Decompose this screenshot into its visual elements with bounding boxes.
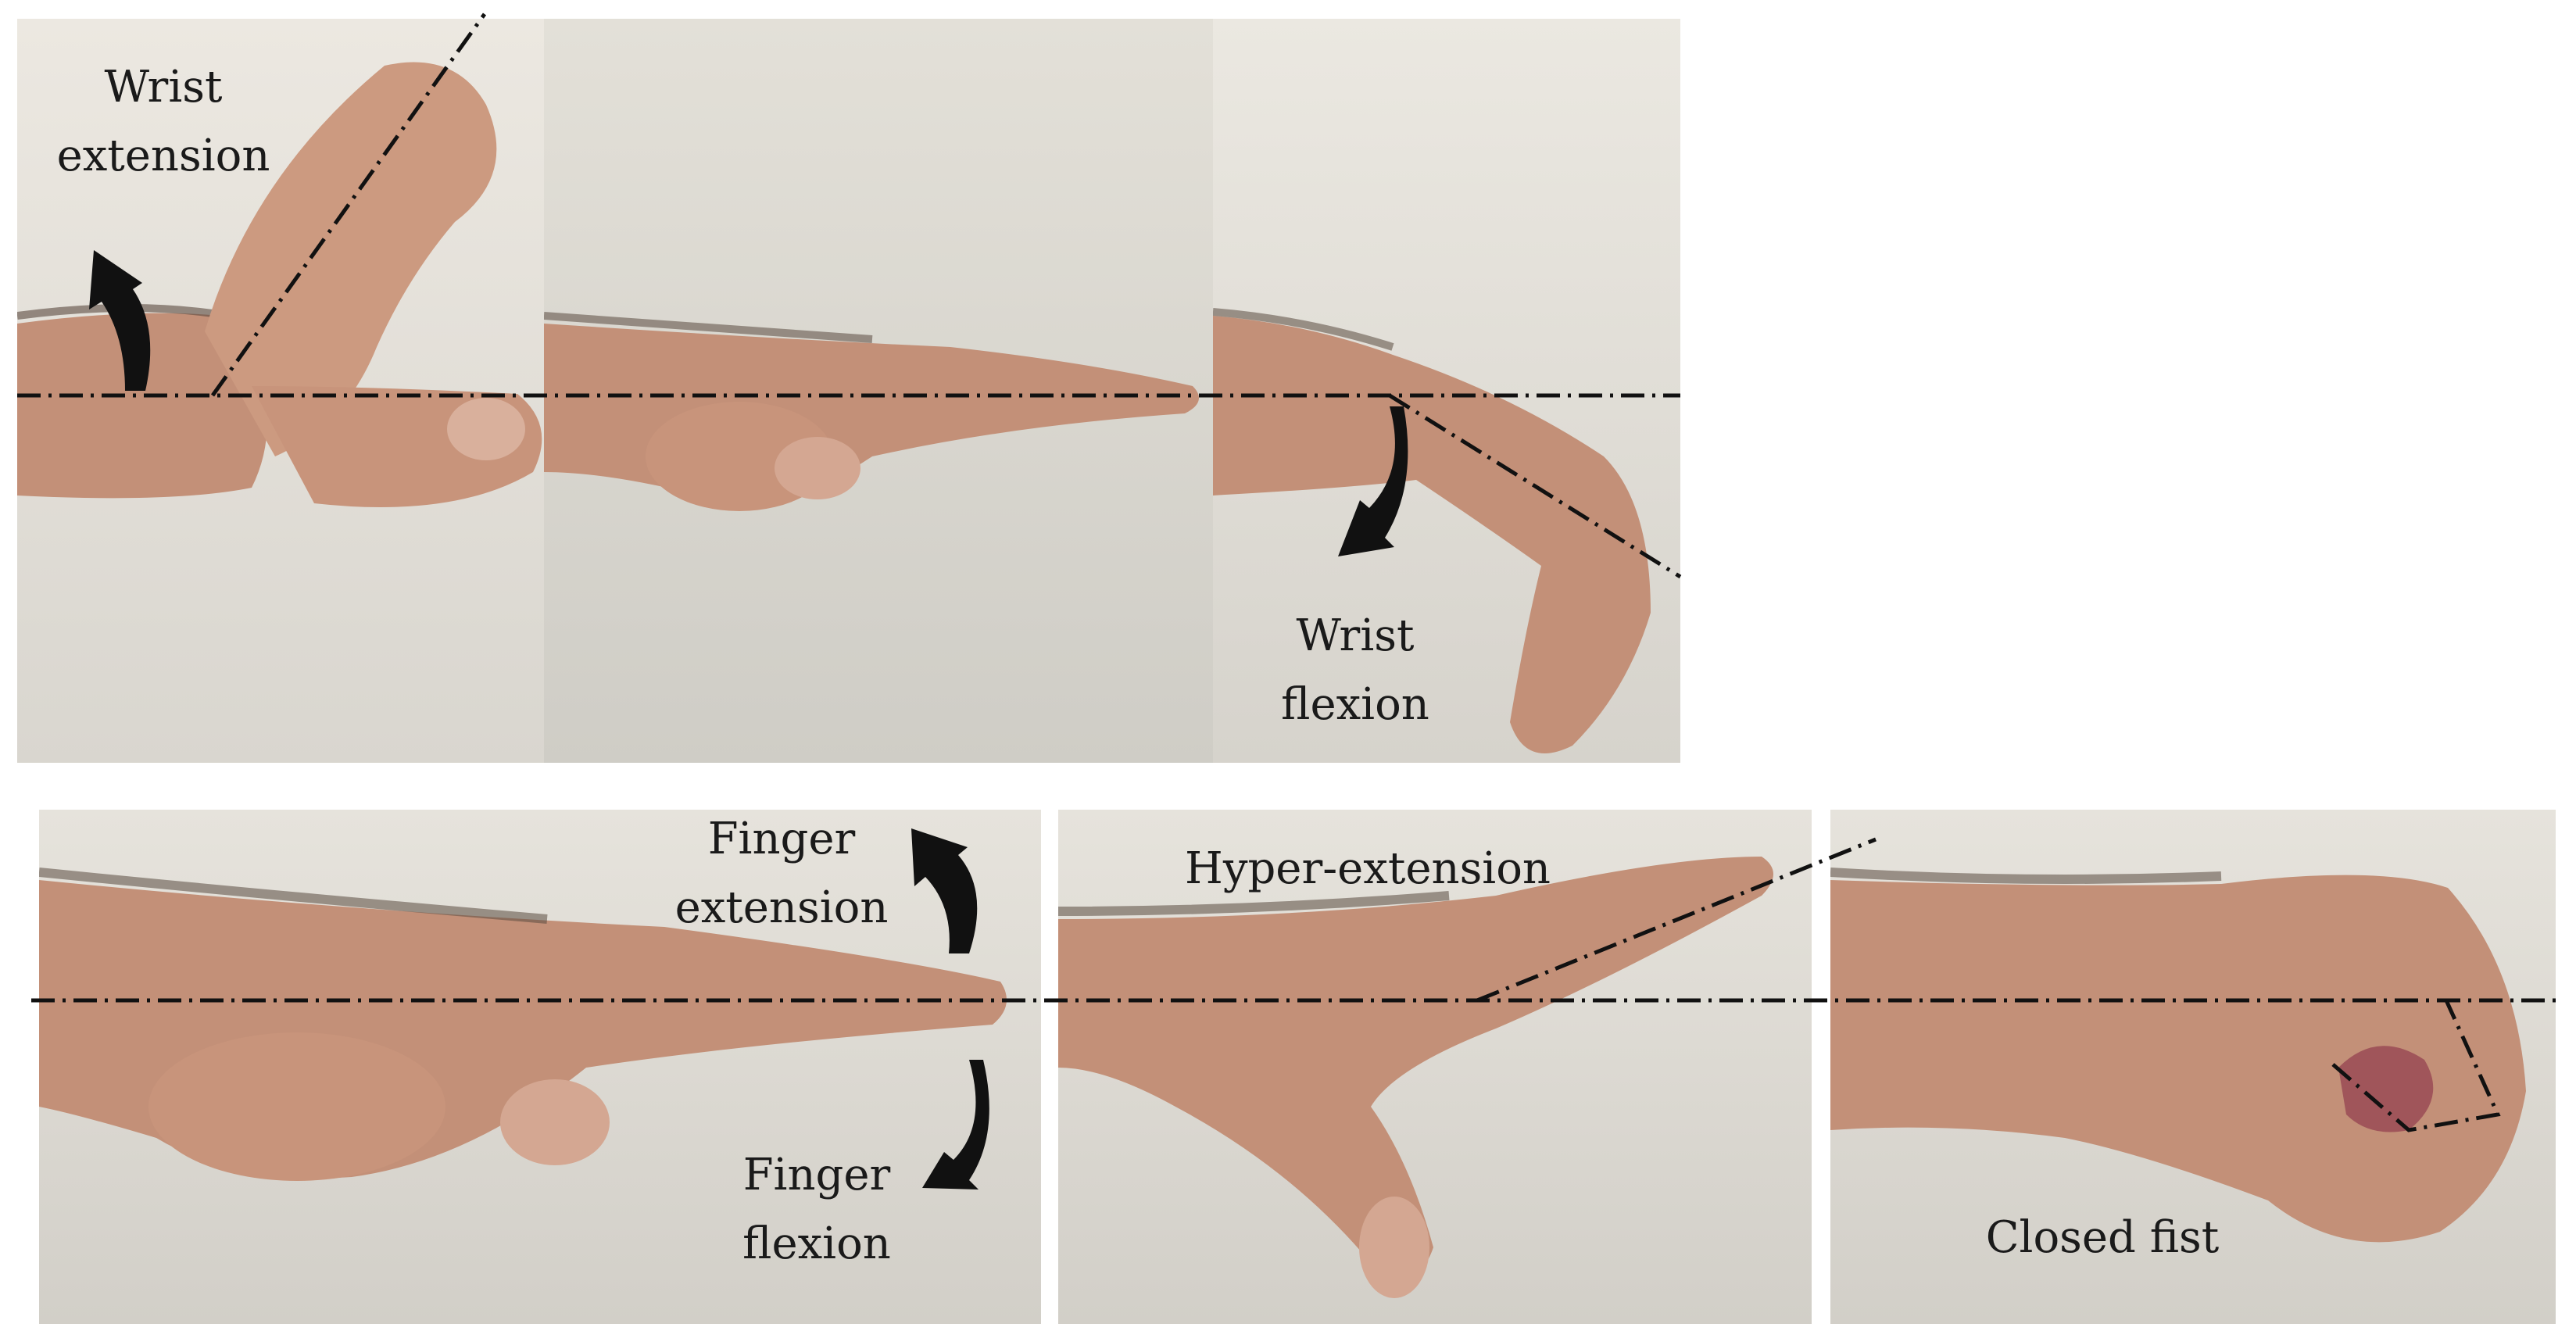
label-closed-fist-line-1: Closed fist: [1985, 1212, 2220, 1263]
label-finger-extension-line-2: extension: [674, 882, 889, 933]
label-finger-extension-line-1: Finger: [707, 814, 856, 864]
label-finger-extension: Finger extension: [657, 805, 907, 943]
label-wrist-extension-line-2: extension: [56, 131, 270, 181]
photo-finger-extension-flexion: [39, 810, 1041, 1324]
label-finger-flexion: Finger flexion: [696, 1141, 938, 1279]
label-finger-flexion-line-1: Finger: [742, 1150, 891, 1200]
label-wrist-extension: Wrist extension: [34, 53, 292, 191]
label-wrist-flexion-line-1: Wrist: [1296, 610, 1415, 661]
label-finger-flexion-line-2: flexion: [742, 1218, 891, 1269]
label-wrist-flexion-line-2: flexion: [1281, 679, 1429, 730]
label-hyper-extension: Hyper-extension: [1149, 835, 1587, 903]
photo-neutral-wrist: [544, 19, 1213, 763]
label-closed-fist: Closed fist: [1938, 1204, 2267, 1272]
label-hyper-extension-line-1: Hyper-extension: [1184, 843, 1551, 894]
label-wrist-extension-line-1: Wrist: [104, 62, 223, 113]
label-wrist-flexion: Wrist flexion: [1238, 602, 1472, 739]
